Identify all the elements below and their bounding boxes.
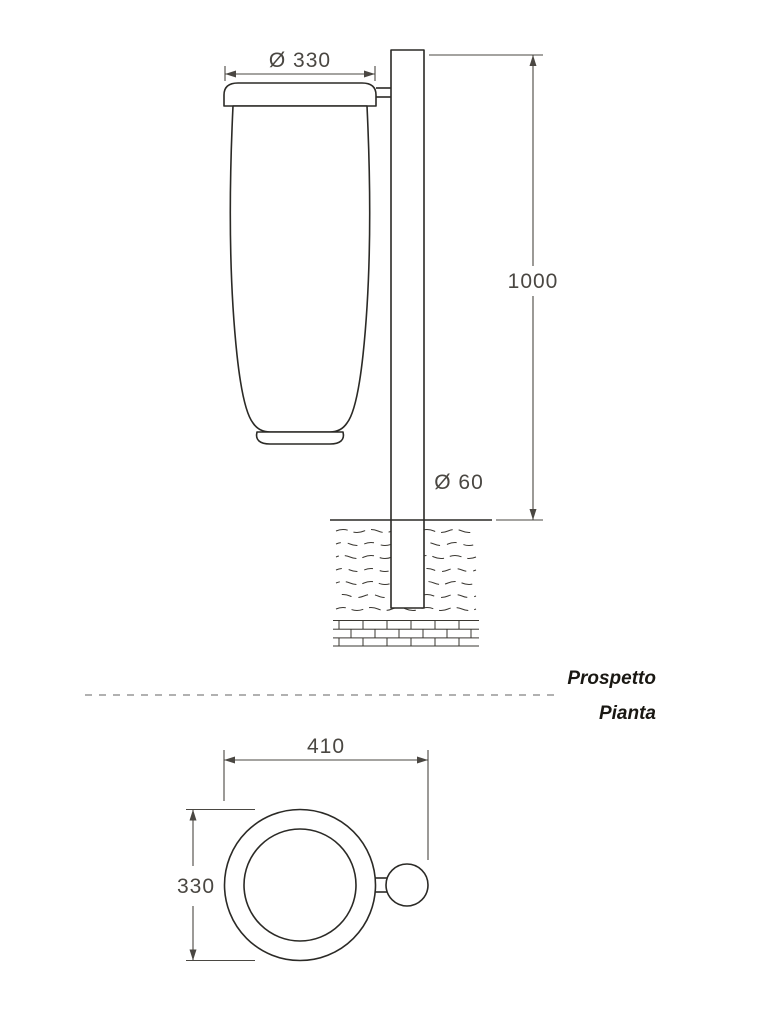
elevation-view: Ø 330 1000 Ø 60 <box>223 49 559 647</box>
dim-overall-width-value: 410 <box>307 735 345 758</box>
bin-base-outline <box>255 431 345 445</box>
dim-plan-bin-diameter-value: 330 <box>177 875 215 898</box>
elevation-section-label: Prospetto <box>567 668 656 689</box>
bin-lid-outline <box>223 82 377 107</box>
plan-section-label: Pianta <box>599 703 656 724</box>
bin-body-outline <box>229 105 371 433</box>
dimension-plan-bin-diameter: 330 <box>177 808 255 962</box>
dim-bin-diameter-value: Ø 330 <box>269 49 331 72</box>
section-divider: Prospetto Pianta <box>85 668 656 724</box>
post-plan-circle <box>385 863 429 907</box>
brick-band <box>333 620 479 646</box>
dimension-post-height: 1000 <box>429 54 559 521</box>
dim-post-height-value: 1000 <box>508 270 559 293</box>
bin-inner-circle <box>243 828 357 942</box>
lid-post-bracket <box>376 87 391 98</box>
dim-post-diameter-value: Ø 60 <box>434 471 484 494</box>
post-outline <box>390 49 425 609</box>
brick-foundation <box>333 620 479 647</box>
dimension-overall-width: 410 <box>223 735 429 860</box>
dimension-bin-diameter: Ø 330 <box>224 49 376 81</box>
plan-view: 410 330 <box>177 735 429 962</box>
